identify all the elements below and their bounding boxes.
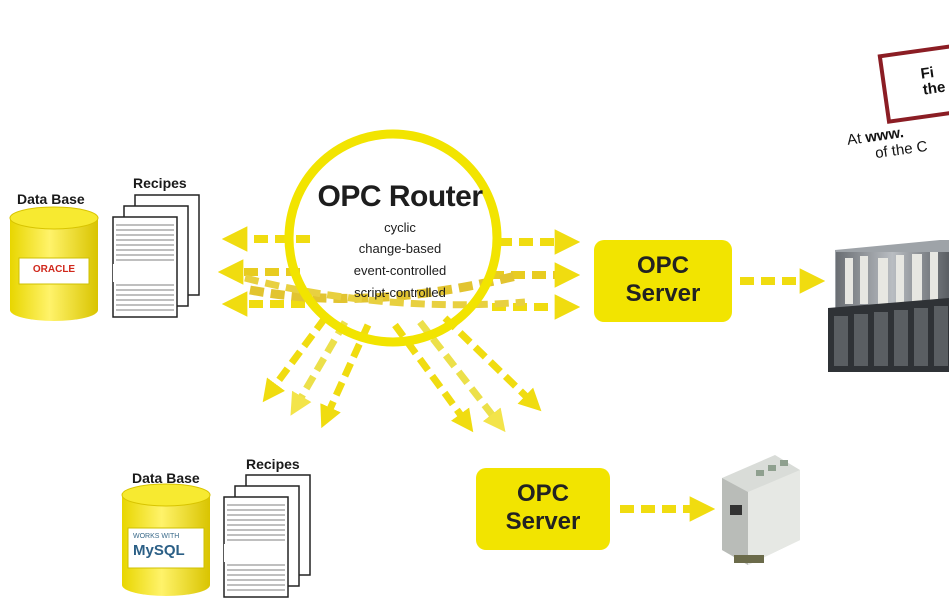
arrow-down-3 xyxy=(320,323,372,429)
opc-server-right-line1: OPC xyxy=(636,252,689,279)
promo-badge[interactable]: Fi the xyxy=(877,42,949,124)
opc-server-right: OPC Server xyxy=(594,240,732,322)
plc-hardware-icon xyxy=(828,240,949,372)
router-mode-script-controlled: script-controlled xyxy=(354,285,446,300)
opc-server-right-line2: Server xyxy=(625,280,701,307)
oracle-logo: ORACLE xyxy=(32,264,76,275)
arrow-down-1 xyxy=(262,315,328,403)
router-mode-change-based: change-based xyxy=(358,241,442,256)
opc-server-bottom: OPC Server xyxy=(476,468,610,550)
router-mode-cyclic: cyclic xyxy=(384,220,416,235)
router-circle xyxy=(284,129,502,347)
promo-badge-text: Fi the xyxy=(919,64,947,99)
database-top-label: Data Base xyxy=(17,191,85,207)
mysql-logo: MySQL xyxy=(133,542,185,559)
opc-server-bottom-line2: Server xyxy=(505,508,581,535)
fieldbus-controller-icon xyxy=(722,455,800,565)
recipes-bottom-icon xyxy=(223,474,311,598)
recipes-top-icon xyxy=(112,194,200,318)
arrow-down-2 xyxy=(290,320,349,416)
arrow-crossing-2 xyxy=(244,274,526,309)
recipes-top-label: Recipes xyxy=(133,175,187,191)
database-bottom-icon xyxy=(121,483,211,596)
database-bottom-label: Data Base xyxy=(132,470,200,486)
database-top-icon xyxy=(9,206,99,321)
router-mode-event-controlled: event-controlled xyxy=(353,263,447,278)
router-title: OPC Router xyxy=(317,180,483,213)
opc-server-bottom-line1: OPC xyxy=(516,480,569,507)
arrow-down-6 xyxy=(442,315,542,412)
arrow-down-5 xyxy=(417,319,506,433)
recipes-bottom-label: Recipes xyxy=(246,456,300,472)
mysql-logo-small: WORKS WITH xyxy=(133,533,180,540)
